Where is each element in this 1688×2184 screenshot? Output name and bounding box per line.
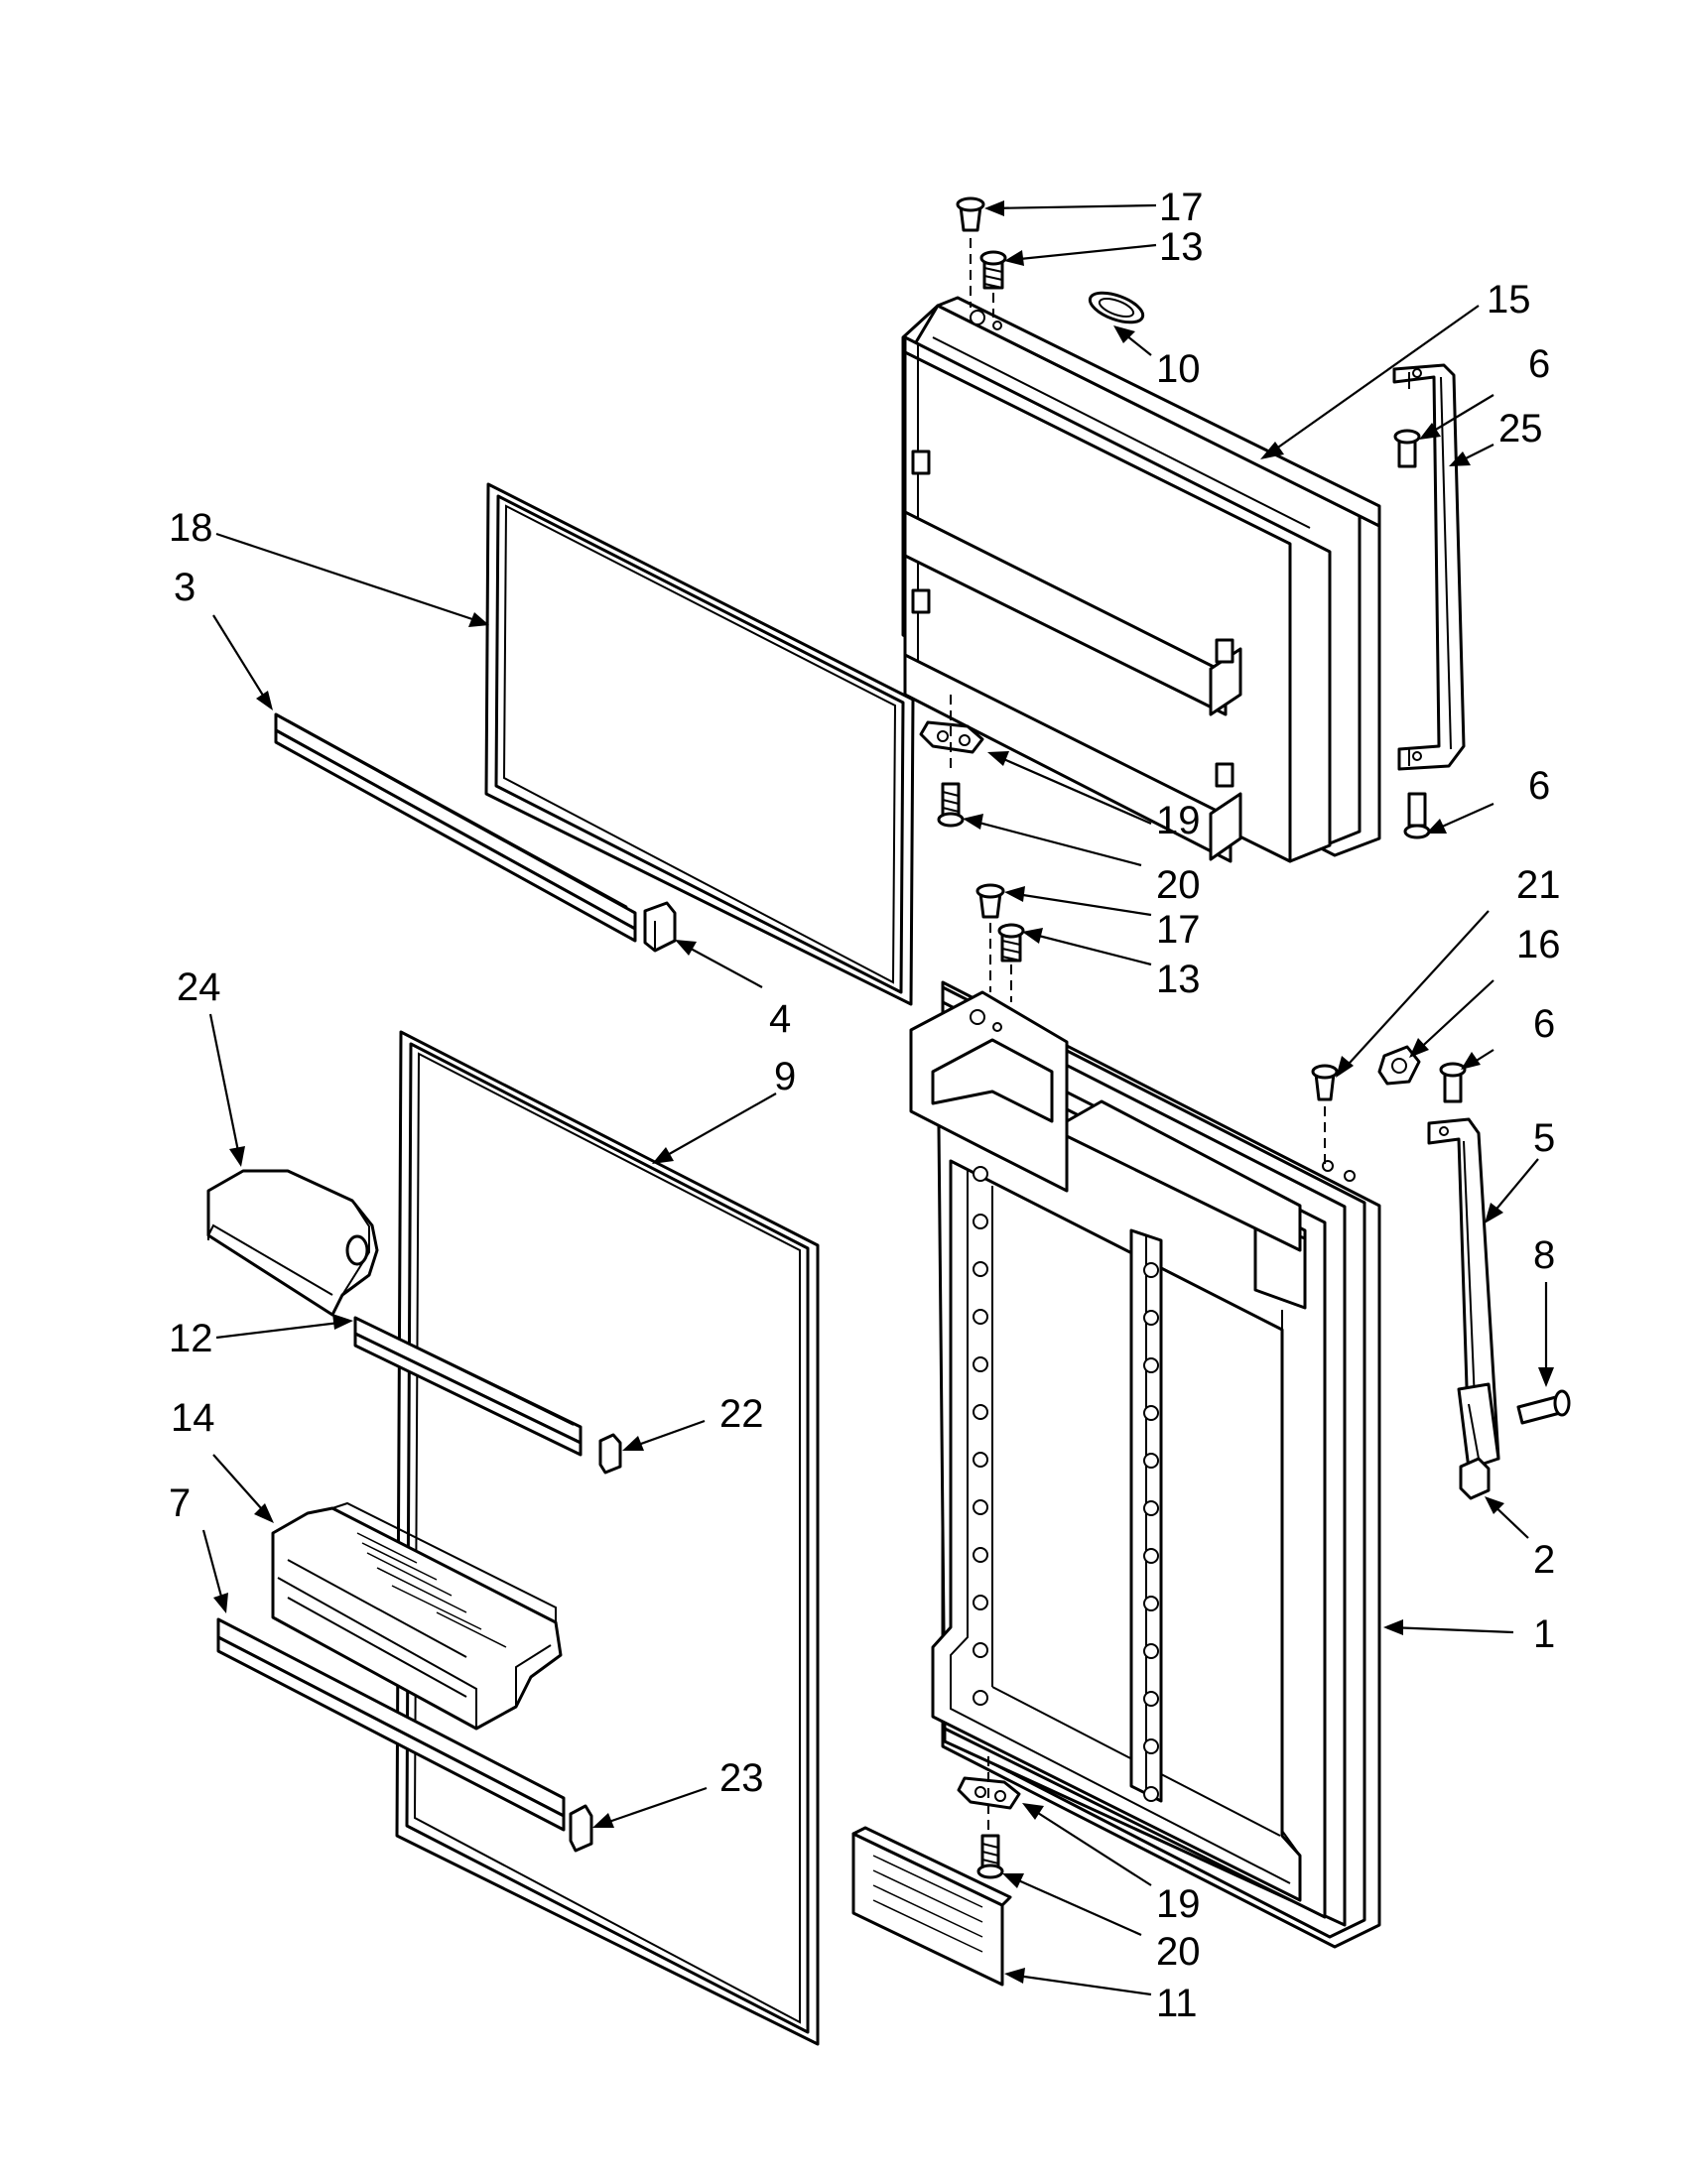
callout-13-top: 13	[1159, 225, 1204, 269]
callout-22: 22	[719, 1392, 764, 1436]
callout-8: 8	[1533, 1233, 1555, 1277]
callout-18: 18	[169, 506, 213, 550]
part-1-refrigerator-door	[909, 980, 1381, 1949]
callout-11: 11	[1156, 1982, 1198, 2025]
part-9-refrigerator-gasket	[395, 1030, 820, 2046]
part-16-cam	[1377, 1045, 1421, 1086]
callout-13-middle: 13	[1156, 958, 1201, 1001]
part-6-handle-screw-top	[1393, 429, 1421, 468]
callout-10: 10	[1156, 347, 1201, 391]
callout-1: 1	[1533, 1612, 1555, 1656]
callout-20-upper: 20	[1156, 863, 1201, 907]
part-20-lower-hinge-screw	[976, 1834, 1004, 1879]
part-17-top-plug	[956, 196, 985, 232]
part-15-freezer-door	[901, 296, 1381, 863]
part-3-freezer-rack	[274, 712, 637, 943]
callout-24: 24	[177, 965, 221, 1009]
door-pegs-left	[973, 1166, 988, 1706]
part-6-refrigerator-handle-screw	[1439, 1062, 1467, 1103]
callout-5: 5	[1533, 1116, 1555, 1160]
callout-19-upper: 19	[1156, 799, 1201, 842]
callout-15: 15	[1487, 278, 1531, 321]
part-5-refrigerator-handle	[1427, 1117, 1500, 1471]
part-10-plug	[1088, 291, 1145, 324]
part-20-upper-hinge-screw	[937, 782, 965, 828]
part-23-end-cap	[569, 1804, 593, 1853]
part-14-door-bin	[271, 1501, 563, 1731]
callout-3: 3	[174, 566, 195, 609]
part-7-lower-door-rack	[216, 1617, 566, 1832]
door-pegs-center	[1143, 1262, 1159, 1802]
callout-12: 12	[169, 1317, 213, 1360]
part-19-upper-hinge	[919, 720, 984, 754]
part-13-middle-screw	[997, 923, 1025, 963]
callout-19-lower: 19	[1156, 1882, 1201, 1926]
callout-23: 23	[719, 1756, 764, 1800]
callout-17-middle: 17	[1156, 908, 1201, 952]
callout-4: 4	[769, 997, 791, 1041]
callout-6-middle: 6	[1533, 1002, 1555, 1046]
part-6-handle-screw-bottom	[1403, 792, 1431, 839]
part-4-rack-end-cap	[643, 901, 677, 953]
callout-25: 25	[1498, 407, 1543, 450]
part-18-freezer-gasket	[484, 482, 915, 1006]
part-13-top-screw	[979, 250, 1007, 290]
part-11-toe-plate	[851, 1826, 1012, 1987]
callout-labels: 17 13 10 15 6 25 18 3 19 6 20 21 17 16 1…	[169, 186, 1561, 2025]
callout-17-top: 17	[1159, 186, 1204, 229]
callout-21: 21	[1516, 863, 1561, 907]
part-24-dairy-door	[206, 1169, 379, 1317]
part-25-freezer-handle	[1392, 363, 1466, 771]
callout-16: 16	[1516, 923, 1561, 966]
part-2-clip	[1459, 1457, 1491, 1500]
callout-6-top: 6	[1528, 342, 1550, 386]
callout-2: 2	[1533, 1538, 1555, 1582]
part-17-middle-plug	[975, 883, 1005, 919]
callout-6-right: 6	[1528, 764, 1550, 808]
leader-lines	[201, 200, 1554, 1996]
callout-20-lower: 20	[1156, 1930, 1201, 1974]
part-12-dairy-rack	[353, 1316, 583, 1457]
callout-14: 14	[171, 1396, 215, 1440]
part-22-end-cap	[598, 1433, 622, 1475]
callout-9: 9	[774, 1055, 796, 1098]
part-21-plug	[1311, 1064, 1339, 1101]
callout-7: 7	[169, 1481, 191, 1525]
part-8-screw	[1516, 1389, 1571, 1425]
